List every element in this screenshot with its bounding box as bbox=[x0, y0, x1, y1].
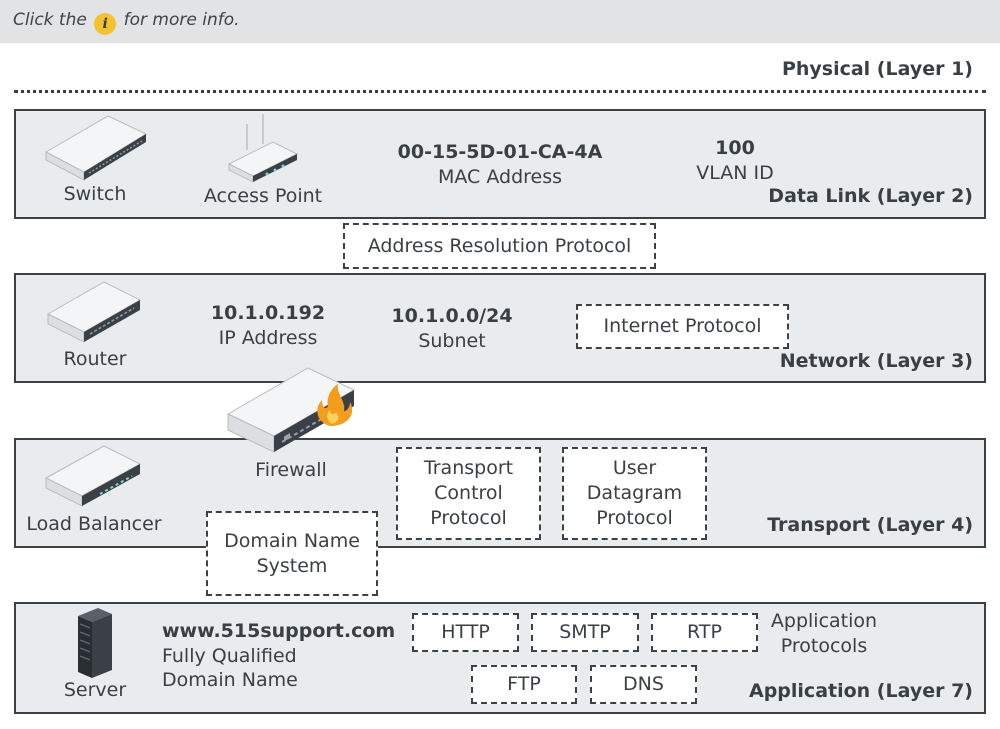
udp-line-2: Datagram bbox=[586, 482, 683, 504]
subnet-value: 10.1.0.0/24 bbox=[391, 305, 513, 327]
dns-system-box[interactable]: Domain Name System bbox=[206, 511, 378, 596]
vlan-id-value: 100 bbox=[715, 137, 755, 159]
physical-layer-label: Physical (Layer 1) bbox=[781, 58, 973, 80]
fqdn-label-line-2: Domain Name bbox=[162, 669, 298, 691]
http-box[interactable]: HTTP bbox=[412, 613, 519, 652]
firewall-label: Firewall bbox=[255, 459, 327, 481]
smtp-box[interactable]: SMTP bbox=[531, 613, 639, 652]
physical-layer-line bbox=[14, 90, 986, 93]
dns-box[interactable]: DNS bbox=[590, 665, 697, 704]
udp-line-3: Protocol bbox=[596, 507, 673, 529]
firewall-icon[interactable] bbox=[226, 366, 358, 454]
dns-system-line-1: Domain Name bbox=[224, 529, 360, 552]
hint-text: Click the i for more info. bbox=[13, 10, 240, 35]
app-protocols-label-line-2: Protocols bbox=[780, 635, 868, 657]
load-balancer-label: Load Balancer bbox=[26, 513, 162, 535]
access-point-label: Access Point bbox=[203, 185, 323, 207]
transport-layer-label: Transport (Layer 4) bbox=[767, 514, 973, 536]
tcp-line-3: Protocol bbox=[430, 507, 507, 529]
datalink-layer-box bbox=[14, 109, 986, 219]
flame-icon bbox=[317, 384, 353, 426]
rtp-box[interactable]: RTP bbox=[651, 613, 758, 652]
tcp-line-2: Control bbox=[434, 482, 503, 504]
app-protocols-label-line-1: Application bbox=[770, 610, 878, 632]
application-layer-label: Application (Layer 7) bbox=[749, 680, 973, 702]
info-icon[interactable]: i bbox=[94, 13, 117, 35]
arp-box[interactable]: Address Resolution Protocol bbox=[343, 223, 656, 269]
mac-address-value: 00-15-5D-01-CA-4A bbox=[397, 141, 603, 163]
tcp-box[interactable]: Transport Control Protocol bbox=[396, 447, 541, 540]
server-icon[interactable] bbox=[76, 608, 114, 678]
ip-address-label: IP Address bbox=[218, 327, 318, 349]
subnet-label: Subnet bbox=[418, 330, 486, 352]
mac-address-label: MAC Address bbox=[437, 166, 563, 188]
switch-icon[interactable] bbox=[44, 114, 148, 181]
udp-box[interactable]: User Datagram Protocol bbox=[562, 447, 707, 540]
hint-bar bbox=[0, 0, 1000, 43]
internet-protocol-box[interactable]: Internet Protocol bbox=[576, 304, 789, 349]
datalink-layer-label: Data Link (Layer 2) bbox=[768, 185, 973, 207]
vlan-id-label: VLAN ID bbox=[696, 162, 774, 184]
network-layer-box bbox=[14, 273, 986, 383]
ftp-box[interactable]: FTP bbox=[471, 665, 577, 704]
fqdn-label-line-1: Fully Qualified bbox=[162, 645, 297, 667]
load-balancer-icon[interactable] bbox=[44, 444, 142, 507]
router-label: Router bbox=[63, 348, 127, 370]
access-point-icon[interactable] bbox=[227, 114, 299, 183]
hint-after: for more info. bbox=[123, 10, 240, 30]
network-layer-label: Network (Layer 3) bbox=[779, 350, 973, 372]
dns-system-line-2: System bbox=[256, 554, 328, 577]
tcp-line-1: Transport bbox=[423, 457, 514, 479]
switch-label: Switch bbox=[63, 183, 127, 205]
router-icon[interactable] bbox=[46, 280, 142, 343]
fqdn-value: www.515support.com bbox=[162, 620, 396, 642]
hint-before: Click the bbox=[13, 10, 87, 30]
server-label: Server bbox=[63, 679, 127, 701]
ip-address-value: 10.1.0.192 bbox=[210, 302, 326, 324]
udp-line-1: User bbox=[612, 457, 657, 479]
